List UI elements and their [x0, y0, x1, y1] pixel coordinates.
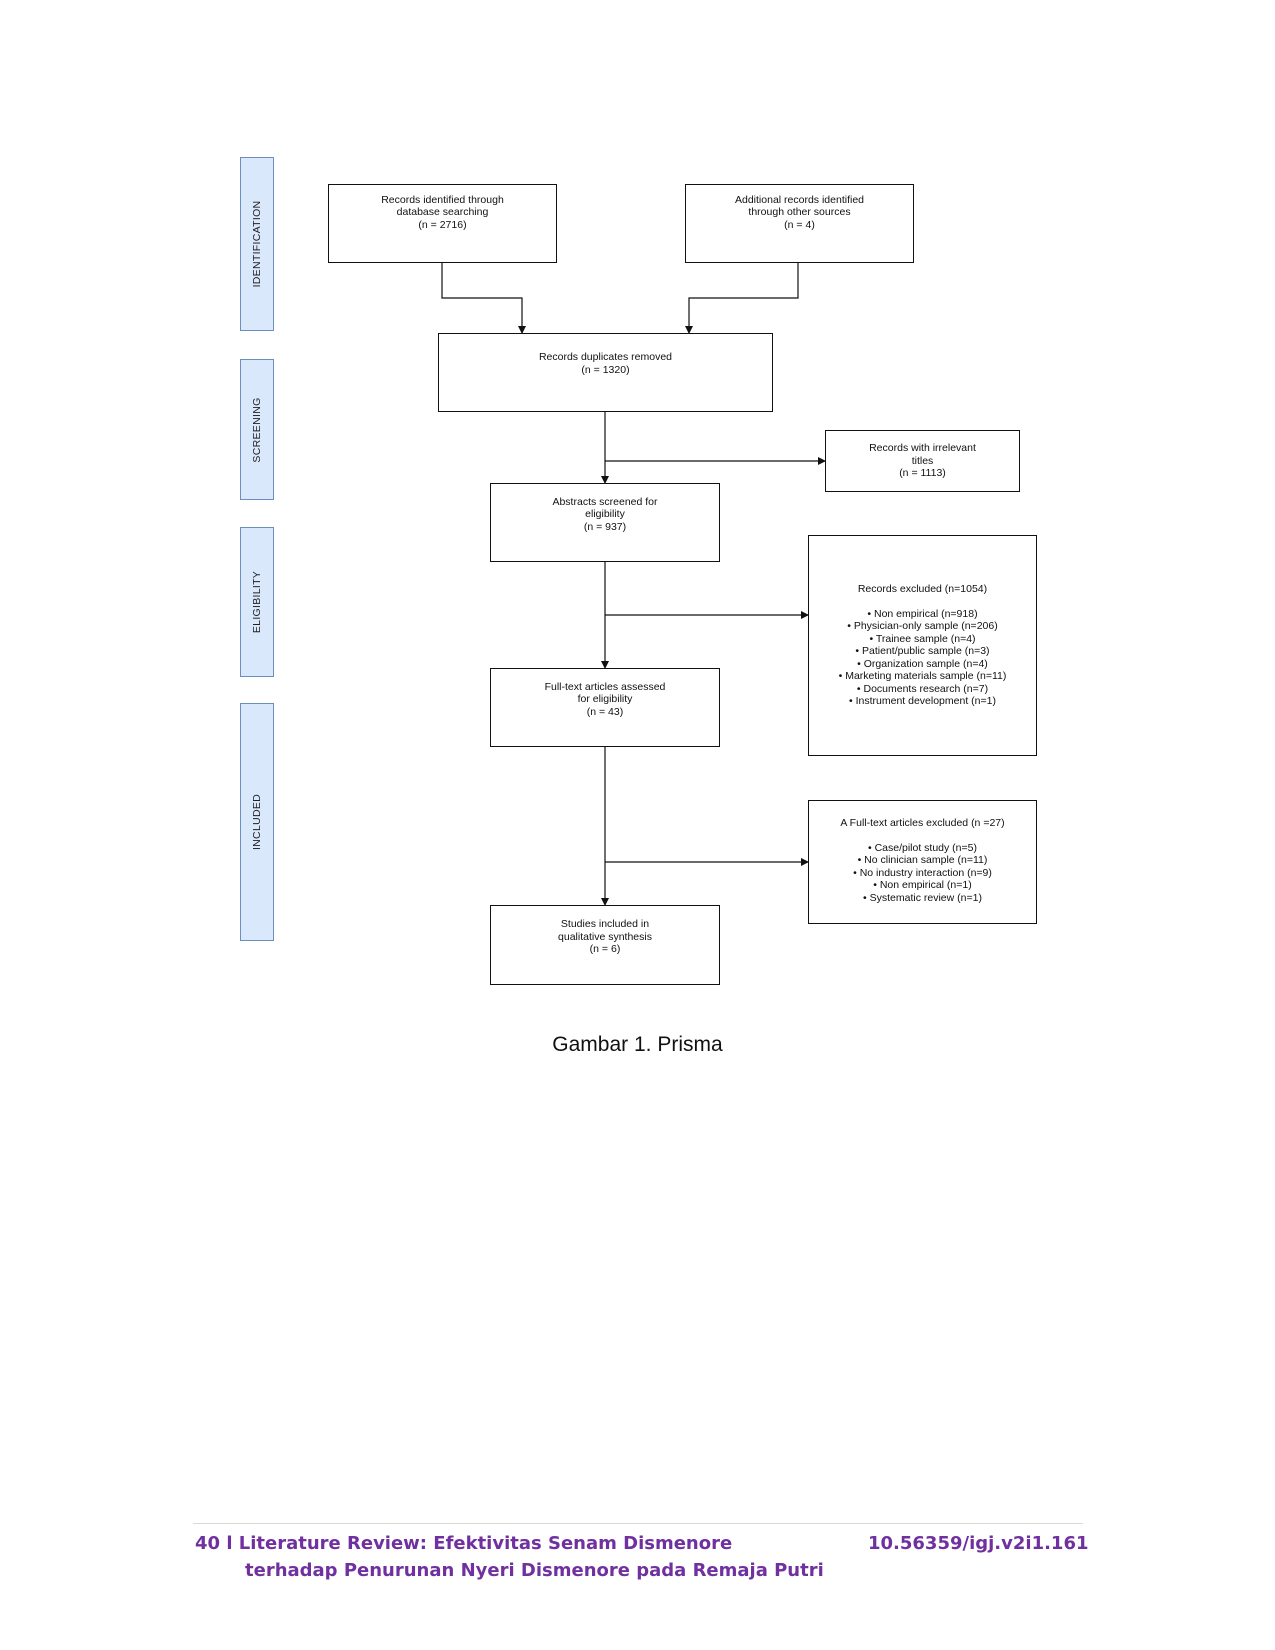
box-other-sources-text: Additional records identified through ot…: [735, 193, 864, 231]
box-fulltext-excluded: A Full-text articles excluded (n =27) Ca…: [808, 800, 1037, 924]
list-item: Documents research (n=7): [839, 683, 1007, 696]
box-fulltext-assessed-text: Full-text articles assessed for eligibil…: [544, 680, 666, 718]
box-duplicates-removed-text: Records duplicates removed (n = 1320): [538, 351, 673, 376]
records-excluded-title: Records excluded (n=1054): [857, 583, 988, 595]
list-item: Trainee sample (n=4): [839, 633, 1007, 646]
phase-identification: IDENTIFICATION: [240, 157, 274, 331]
box-irrelevant-titles-text: Records with irrelevant titles (n = 1113…: [869, 442, 976, 480]
list-item: Non empirical (n=1): [853, 879, 992, 892]
list-item: Case/pilot study (n=5): [853, 842, 992, 855]
arrow-database-to-duplicates: [441, 263, 526, 334]
box-abstracts-screened: Abstracts screened for eligibility (n = …: [490, 483, 720, 562]
box-database-search-text: Records identified through database sear…: [381, 193, 504, 231]
box-studies-included-text: Studies included in qualitative synthesi…: [558, 918, 652, 956]
records-excluded-list: Non empirical (n=918) Physician-only sam…: [839, 608, 1007, 708]
box-irrelevant-titles: Records with irrelevant titles (n = 1113…: [825, 430, 1020, 492]
arrow-other-to-duplicates: [685, 263, 799, 334]
list-item: Physician-only sample (n=206): [839, 620, 1007, 633]
phase-included: INCLUDED: [240, 703, 274, 941]
list-item: No industry interaction (n=9): [853, 867, 992, 880]
list-item: No clinician sample (n=11): [853, 854, 992, 867]
footer-running-title: 40 l Literature Review: Efektivitas Sena…: [195, 1530, 824, 1584]
fulltext-excluded-list: Case/pilot study (n=5) No clinician samp…: [853, 842, 992, 905]
phase-eligibility: ELIGIBILITY: [240, 527, 274, 677]
list-item: Patient/public sample (n=3): [839, 645, 1007, 658]
box-studies-included: Studies included in qualitative synthesi…: [490, 905, 720, 985]
box-other-sources: Additional records identified through ot…: [685, 184, 914, 263]
list-item: Systematic review (n=1): [853, 892, 992, 905]
box-records-excluded: Records excluded (n=1054) Non empirical …: [808, 535, 1037, 756]
phase-screening: SCREENING: [240, 359, 274, 500]
list-item: Organization sample (n=4): [839, 658, 1007, 671]
box-duplicates-removed: Records duplicates removed (n = 1320): [438, 333, 773, 412]
list-item: Non empirical (n=918): [839, 608, 1007, 621]
list-item: Instrument development (n=1): [839, 695, 1007, 708]
list-item: Marketing materials sample (n=11): [839, 670, 1006, 683]
footer-title-line1: 40 l Literature Review: Efektivitas Sena…: [195, 1533, 733, 1554]
fulltext-excluded-title: A Full-text articles excluded (n =27): [840, 817, 1005, 829]
footer-title-line2: terhadap Penurunan Nyeri Dismenore pada …: [245, 1560, 824, 1581]
footer-divider: [193, 1523, 1083, 1524]
box-abstracts-screened-text: Abstracts screened for eligibility (n = …: [552, 495, 658, 533]
footer-doi: 10.56359/igj.v2i1.161: [868, 1533, 1089, 1554]
box-database-search: Records identified through database sear…: [328, 184, 557, 263]
box-fulltext-assessed: Full-text articles assessed for eligibil…: [490, 668, 720, 747]
figure-caption: Gambar 1. Prisma: [552, 1033, 723, 1056]
